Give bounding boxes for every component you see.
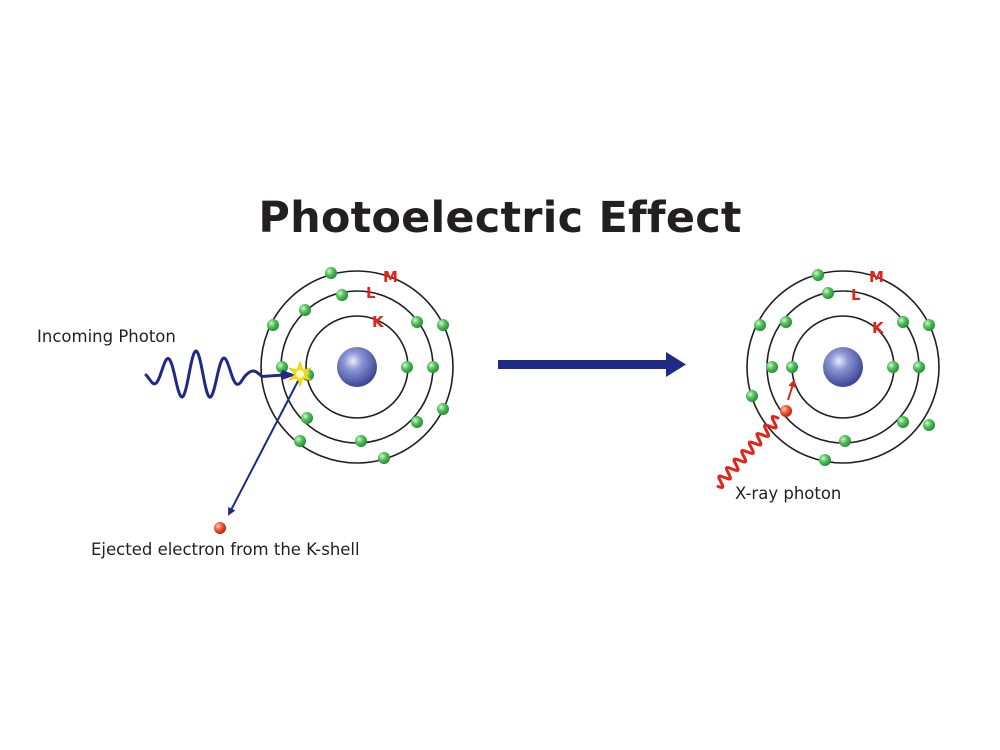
electron	[276, 361, 288, 373]
electron	[913, 361, 925, 373]
electron-group	[267, 267, 449, 464]
atom-before	[260, 267, 454, 464]
electron	[923, 319, 935, 331]
electron	[267, 319, 279, 331]
shell-label-m: M	[869, 268, 884, 286]
ejected-electron-label: Ejected electron from the K-shell	[91, 540, 360, 559]
electron	[325, 267, 337, 279]
shell-label-k: K	[872, 319, 885, 337]
electron	[897, 316, 909, 328]
electron	[301, 412, 313, 424]
nucleus	[823, 347, 863, 387]
incoming-photon-label: Incoming Photon	[37, 327, 176, 346]
electron	[401, 361, 413, 373]
electron	[336, 289, 348, 301]
electron	[819, 454, 831, 466]
orbit-m	[260, 270, 454, 464]
electron	[786, 361, 798, 373]
ejected-electron-arrow	[228, 380, 299, 516]
electron	[378, 452, 390, 464]
electron	[294, 435, 306, 447]
incoming-photon-arrowhead	[282, 370, 296, 380]
atom-after	[746, 269, 940, 466]
shell-label-l: L	[851, 286, 861, 304]
incoming-photon-wave	[144, 349, 286, 399]
electron	[754, 319, 766, 331]
collision-spark-icon	[287, 360, 313, 388]
transitioning-electron	[780, 405, 792, 417]
electron	[437, 319, 449, 331]
electron	[766, 361, 778, 373]
electron	[746, 390, 758, 402]
electron	[411, 316, 423, 328]
electron	[355, 435, 367, 447]
electron-transition-arrow	[787, 379, 797, 401]
electron-group	[746, 269, 935, 466]
electron	[411, 416, 423, 428]
shell-label-m: M	[383, 268, 398, 286]
electron	[437, 403, 449, 415]
shell-label-k: K	[372, 313, 385, 331]
xray-photon-label: X-ray photon	[735, 484, 841, 503]
electron	[923, 419, 935, 431]
orbit-m	[746, 270, 940, 464]
process-arrow	[498, 352, 686, 377]
nucleus	[337, 347, 377, 387]
shell-label-l: L	[366, 284, 376, 302]
electron	[887, 361, 899, 373]
xray-photon-wave	[716, 414, 780, 490]
electron	[427, 361, 439, 373]
electron	[299, 304, 311, 316]
electron	[839, 435, 851, 447]
diagram-title: Photoelectric Effect	[258, 193, 742, 243]
electron	[812, 269, 824, 281]
electron	[822, 287, 834, 299]
ejected-electron	[214, 522, 226, 534]
electron	[780, 316, 792, 328]
electron	[897, 416, 909, 428]
